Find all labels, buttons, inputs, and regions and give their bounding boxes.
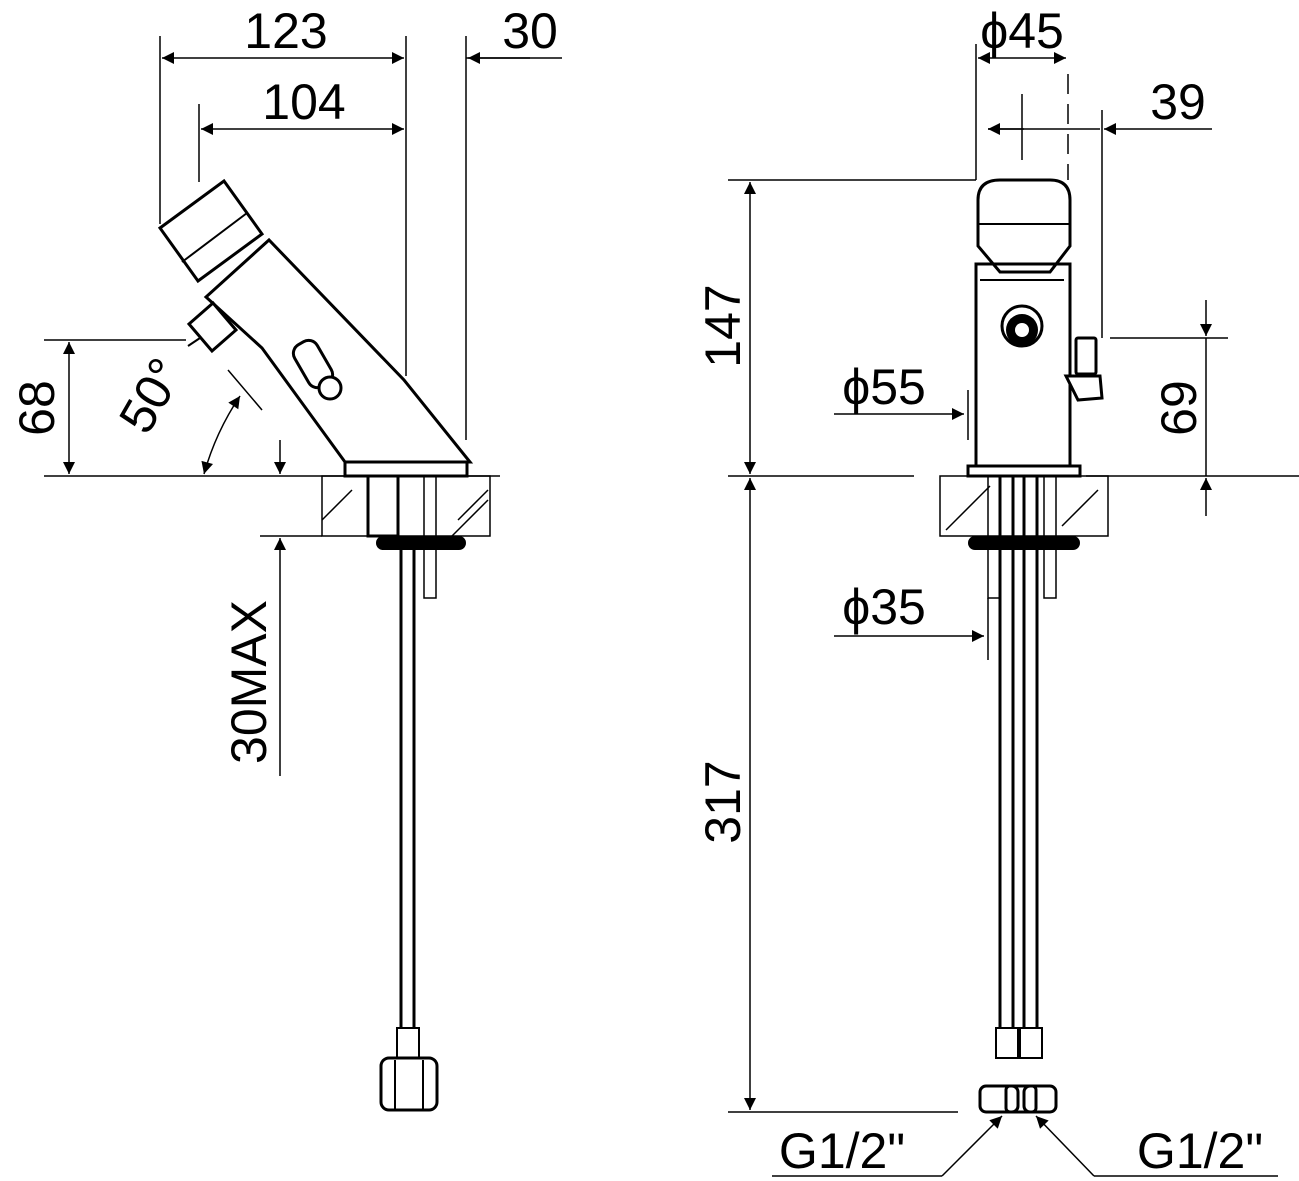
dim-hose-length: 317 bbox=[695, 760, 751, 843]
dim-thread-left: G1/2" bbox=[779, 1123, 905, 1179]
supply-lines-front bbox=[968, 475, 1080, 1114]
dim-body-diameter: ϕ45 bbox=[980, 3, 1064, 59]
dim-base-offset: 30 bbox=[502, 3, 558, 59]
side-dimension-lines bbox=[44, 36, 562, 776]
front-dimension-lines bbox=[728, 44, 1278, 1177]
deck-section bbox=[44, 475, 500, 537]
dim-deck-thickness: 30MAX bbox=[221, 600, 277, 764]
dim-button-height: 68 bbox=[9, 380, 65, 436]
dim-spout-reach: 104 bbox=[262, 74, 345, 130]
faucet-body-front bbox=[966, 178, 1104, 478]
dim-base-diameter: ϕ55 bbox=[842, 359, 926, 415]
front-view: ϕ45 39 147 ϕ55 69 ϕ35 317 G1/2" G1/2" bbox=[695, 3, 1299, 1179]
dim-angle: 50° bbox=[108, 349, 194, 442]
dim-thread-right: G1/2" bbox=[1137, 1123, 1263, 1179]
dim-lever-height: 69 bbox=[1151, 380, 1207, 436]
hose-side bbox=[366, 474, 466, 1112]
side-view: 123 104 30 68 50° 30MAX bbox=[9, 3, 562, 1112]
dim-hole-diameter: ϕ35 bbox=[842, 579, 926, 635]
dim-lever-offset: 39 bbox=[1150, 74, 1206, 130]
faucet-body-side bbox=[157, 178, 474, 478]
dim-overall-depth: 123 bbox=[244, 3, 327, 59]
dim-total-height: 147 bbox=[695, 284, 751, 367]
